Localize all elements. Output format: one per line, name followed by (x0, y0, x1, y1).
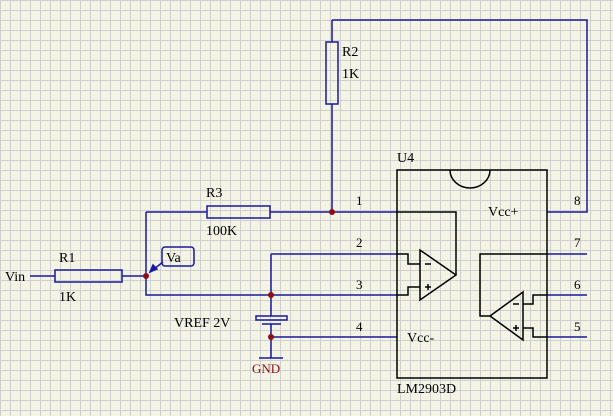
pin-6-label: 6 (574, 277, 581, 292)
pin-5-label: 5 (574, 319, 581, 334)
r1-value-label: 1K (59, 290, 76, 305)
wires (30, 19, 588, 358)
r2-value-label: 1K (342, 67, 359, 82)
pin-7-label: 7 (574, 235, 581, 250)
chip-u4 (396, 169, 548, 379)
pin-4-label: 4 (356, 319, 363, 334)
r1-ref-label: R1 (59, 251, 75, 266)
comparator-b-symbol (479, 253, 547, 342)
pin-8-label: 8 (574, 193, 581, 208)
vref-source (255, 315, 288, 325)
r3-value-label: 100K (206, 224, 237, 239)
pin-2-label: 2 (356, 235, 363, 250)
r2-ref-label: R2 (342, 45, 358, 60)
resistor-r2 (325, 41, 339, 105)
junction-vref (268, 292, 274, 298)
chip-part-label: LM2903D (397, 382, 456, 397)
pin-1-label: 1 (356, 193, 363, 208)
pin-3-label: 3 (356, 277, 363, 292)
resistor-r3 (206, 205, 271, 219)
probe-label: Va (166, 251, 182, 266)
comparator-a-symbol (397, 211, 458, 302)
vcc-plus-label: Vcc+ (488, 205, 519, 220)
vcc-minus-label: Vcc- (407, 331, 435, 346)
probe-va (148, 246, 195, 274)
resistor-r1 (54, 269, 123, 283)
junction-gnd (268, 334, 274, 340)
chip-ref-label: U4 (397, 151, 414, 166)
vref-label: VREF 2V (174, 316, 230, 331)
r3-ref-label: R3 (206, 186, 222, 201)
gnd-label: GND (252, 361, 280, 376)
input-label: Vin (5, 270, 25, 285)
junction-r2-r3 (329, 209, 335, 215)
junction-va (143, 273, 149, 279)
